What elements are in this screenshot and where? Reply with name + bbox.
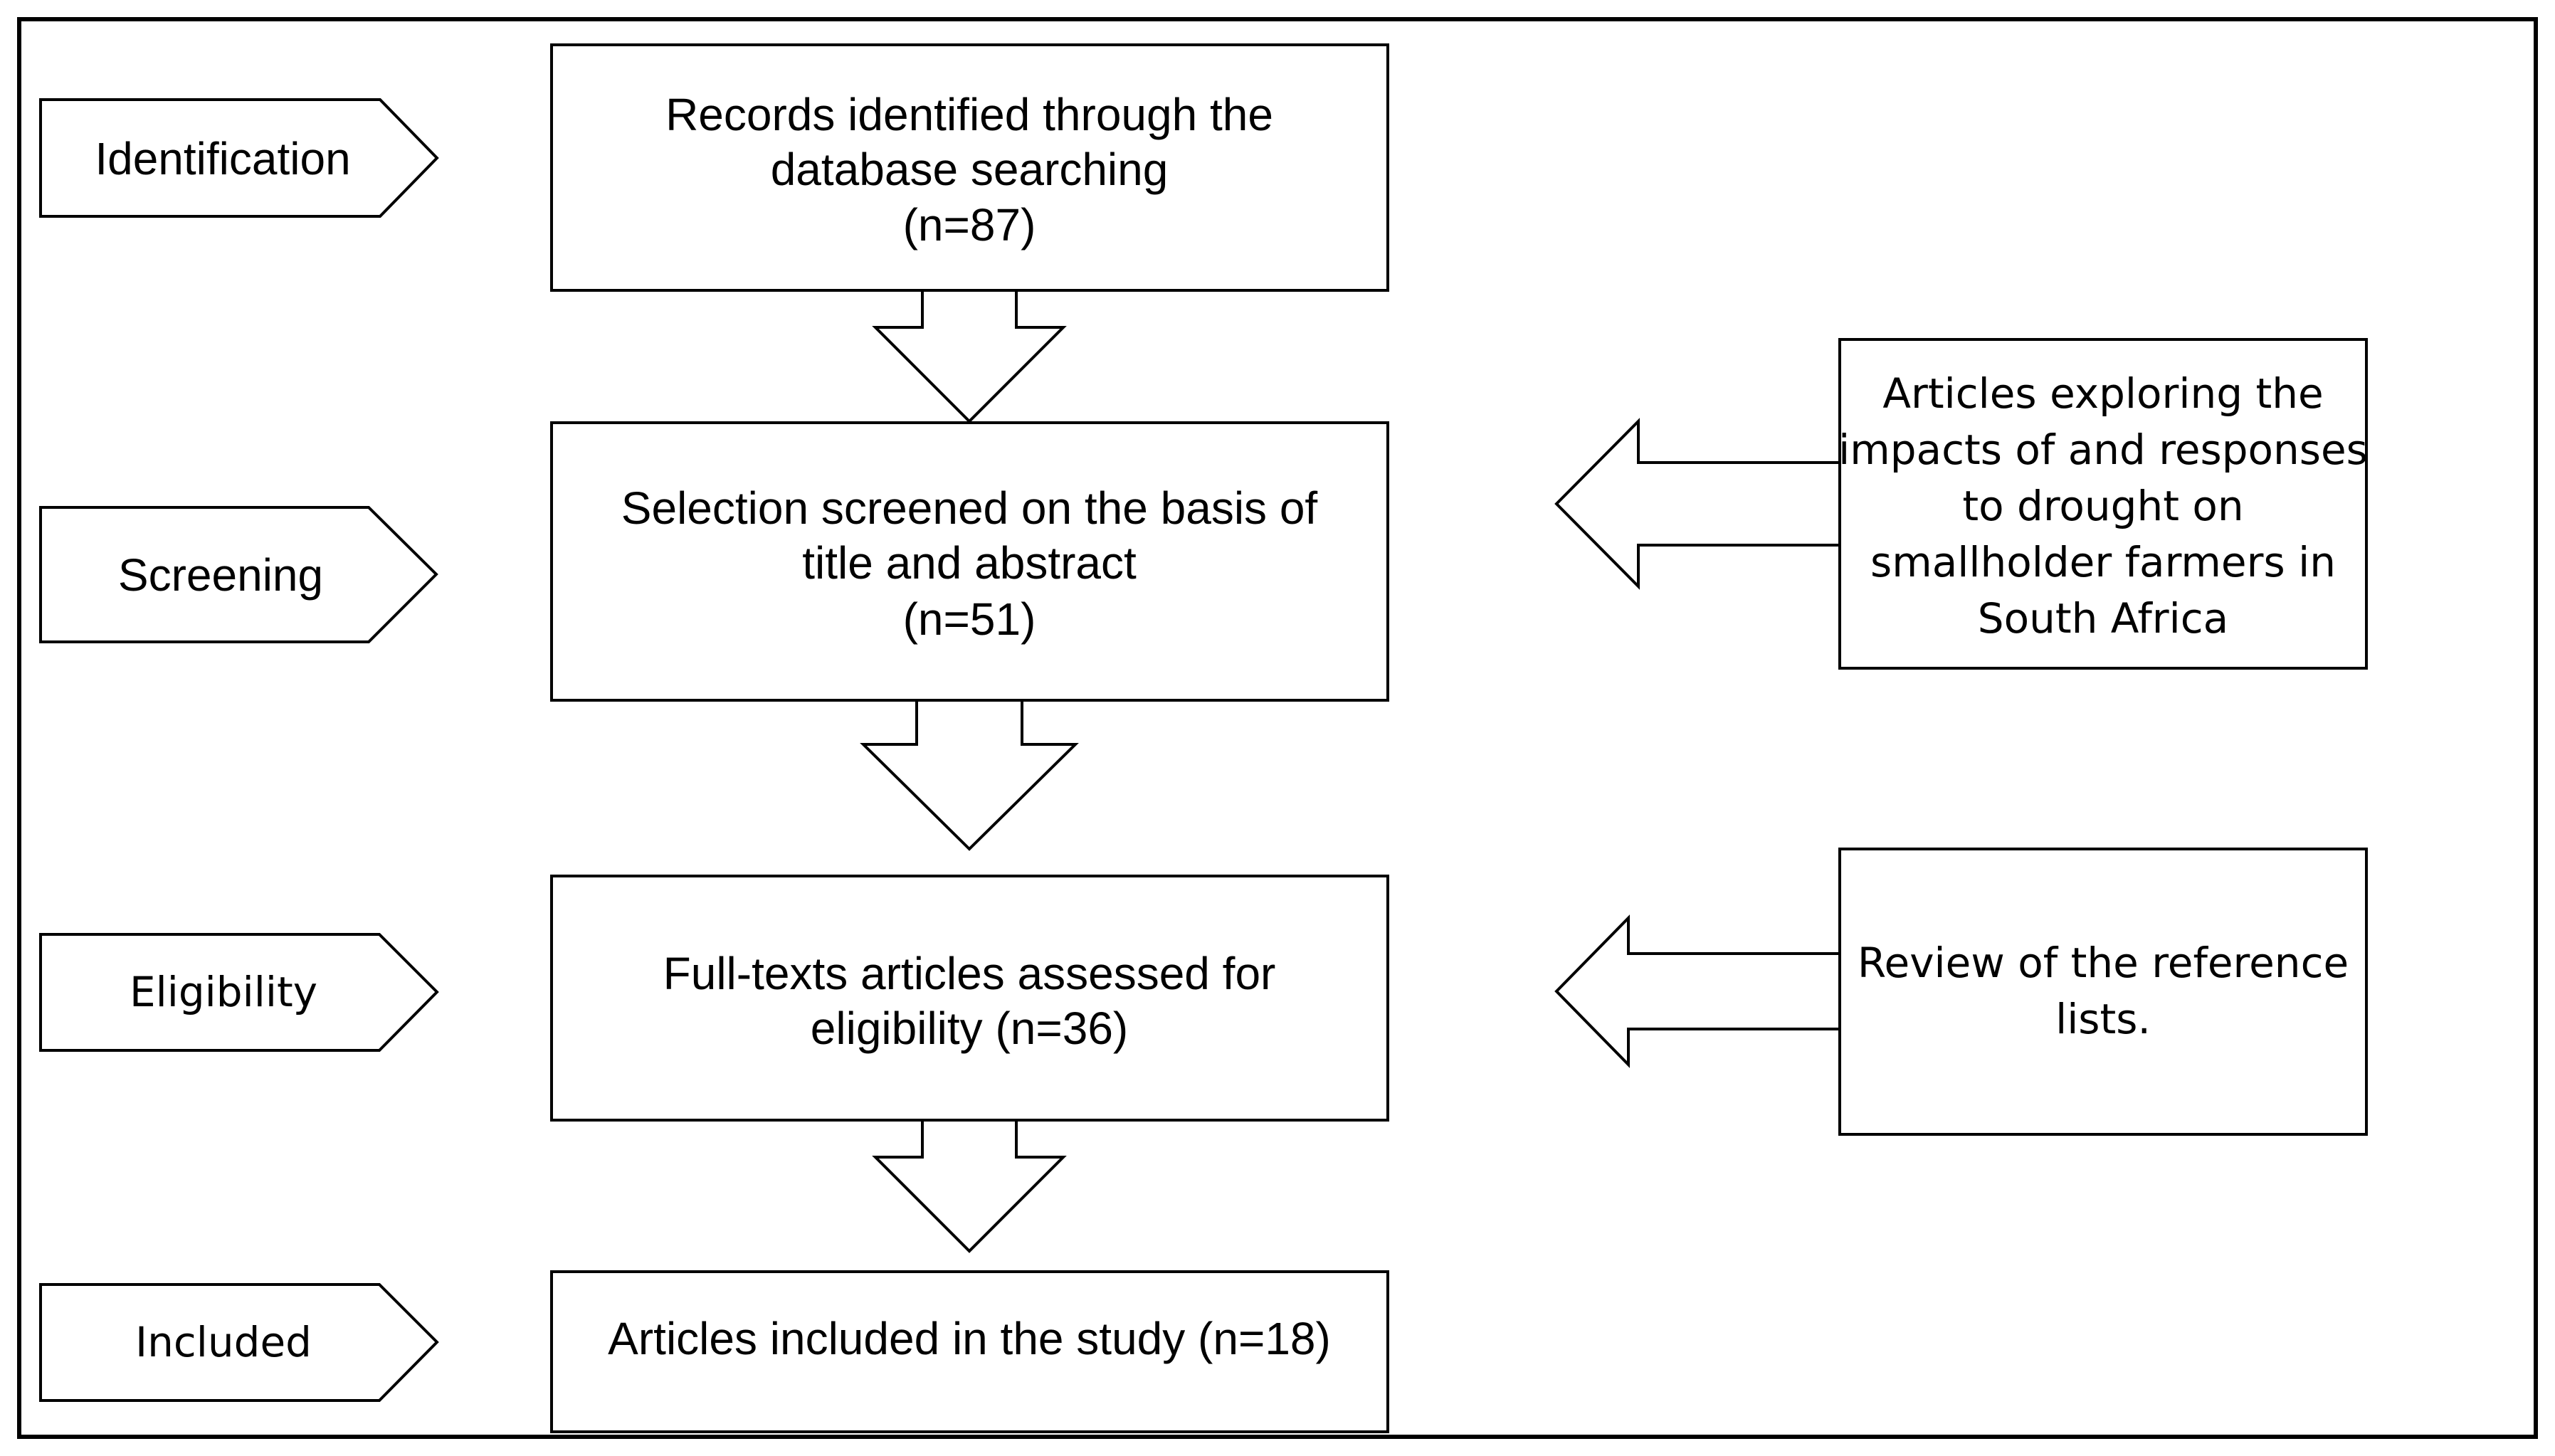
- box-frame: [550, 421, 1389, 702]
- criteria-line-4: smallholder farmers in: [1870, 538, 2336, 586]
- stage-screening: Screening: [39, 506, 438, 643]
- records-count: (n=87): [903, 199, 1036, 250]
- fulltext-line-2: eligibility (n=36): [811, 1003, 1128, 1054]
- criteria-line-5: South Africa: [1978, 594, 2228, 643]
- left-arrow-criteria: [1554, 418, 1841, 590]
- stage-arrow-shape: [39, 98, 439, 218]
- box-frame: [1838, 848, 2368, 1136]
- box-records-identified: Records identified through the database …: [550, 43, 1389, 292]
- stage-label-screening: Screening: [118, 549, 323, 601]
- stage-label-eligibility: Eligibility: [130, 968, 317, 1016]
- selection-line-1: Selection screened on the basis of: [621, 482, 1318, 534]
- selection-line-2: title and abstract: [802, 537, 1137, 589]
- down-arrow-2: [860, 699, 1079, 851]
- down-arrow-1: [872, 289, 1067, 423]
- stage-arrow-shape: [39, 506, 438, 643]
- box-frame: [1838, 338, 2368, 670]
- stage-label-included: Included: [135, 1318, 312, 1366]
- box-selection-screened: Selection screened on the basis of title…: [550, 421, 1389, 702]
- stage-eligibility: Eligibility: [39, 933, 439, 1052]
- box-frame: [550, 1270, 1389, 1433]
- records-line-1: Records identified through the: [665, 89, 1273, 140]
- stage-identification: Identification: [39, 98, 439, 218]
- box-frame: [550, 875, 1389, 1122]
- box-articles-included: Articles included in the study (n=18): [550, 1270, 1389, 1433]
- down-arrow-3: [872, 1119, 1067, 1253]
- included-line-1: Articles included in the study (n=18): [608, 1313, 1331, 1364]
- box-fulltext-assessed: Full-texts articles assessed for eligibi…: [550, 875, 1389, 1122]
- outer-frame: [17, 17, 2538, 1439]
- criteria-line-1: Articles exploring the: [1882, 369, 2323, 418]
- criteria-line-2: impacts of and responses: [1838, 426, 2368, 474]
- records-line-2: database searching: [771, 144, 1169, 195]
- side-box-reference: Review of the reference lists.: [1838, 848, 2368, 1136]
- stage-arrow-shape: [39, 933, 439, 1052]
- fulltext-line-1: Full-texts articles assessed for: [663, 948, 1276, 999]
- box-frame: [550, 43, 1389, 292]
- side-box-criteria: Articles exploring the impacts of and re…: [1838, 338, 2368, 670]
- reference-line-2: lists.: [2055, 995, 2151, 1043]
- reference-line-1: Review of the reference: [1858, 939, 2349, 987]
- stage-arrow-shape: [39, 1283, 439, 1402]
- stage-label-identification: Identification: [95, 133, 350, 184]
- selection-count: (n=51): [903, 594, 1036, 645]
- criteria-line-3: to drought on: [1962, 482, 2243, 530]
- left-arrow-reference: [1554, 914, 1841, 1068]
- stage-included: Included: [39, 1283, 439, 1402]
